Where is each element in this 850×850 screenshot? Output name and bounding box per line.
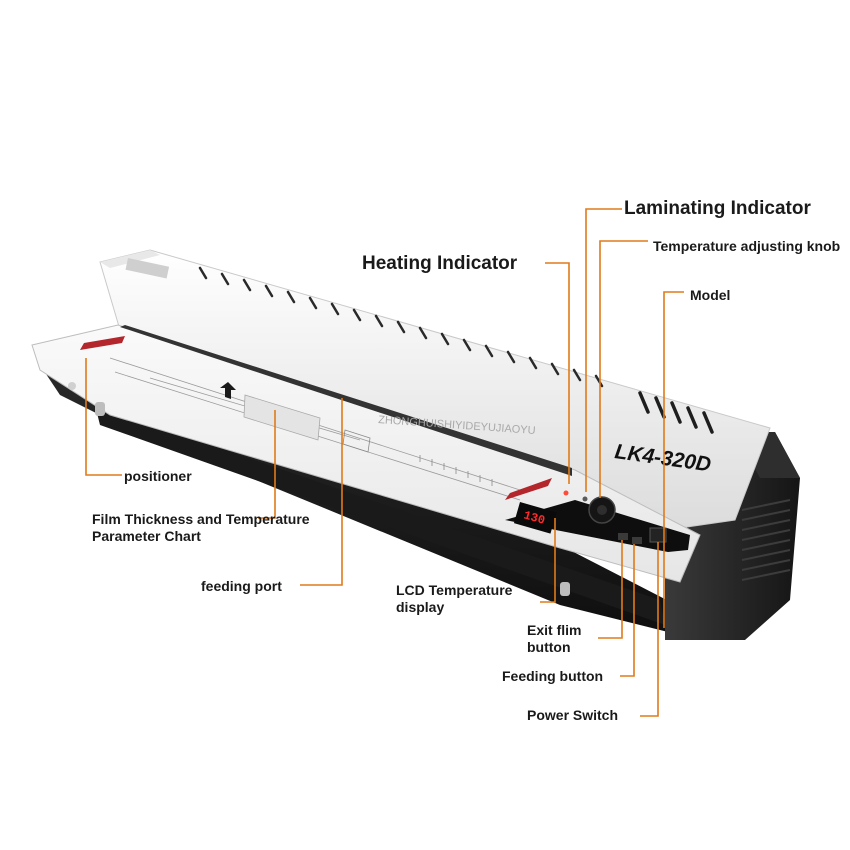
- leader-lcd-display: [540, 518, 556, 603]
- label-feeding-port: feeding port: [201, 578, 282, 594]
- heating-indicator-led: [563, 490, 569, 496]
- lcd-temperature-display: [513, 502, 557, 534]
- label-exit-film-button: Exit flim button: [527, 622, 582, 655]
- leader-parameter-chart: [258, 410, 276, 519]
- leader-lines: [85, 208, 684, 717]
- base-black: [40, 365, 700, 640]
- foot-left: [95, 402, 105, 416]
- leader-laminating-indicator: [585, 208, 622, 492]
- label-parameter-chart: Film Thickness and Temperature Parameter…: [92, 511, 310, 544]
- positioner-right: [505, 478, 552, 500]
- feeding-button[interactable]: [632, 537, 642, 544]
- lcd-readout: 130: [522, 508, 547, 527]
- top-housing: [99, 249, 771, 529]
- leader-feeding-button: [620, 544, 635, 677]
- label-positioner: positioner: [124, 468, 192, 484]
- label-model: Model: [690, 287, 731, 303]
- label-heating-indicator: Heating Indicator: [362, 253, 518, 274]
- laminating-indicator-led: [582, 496, 588, 502]
- leader-temperature-knob: [599, 240, 648, 498]
- label-feeding-button: Feeding button: [502, 668, 604, 684]
- label-laminating-indicator: Laminating Indicator: [624, 198, 811, 219]
- leader-positioner: [85, 358, 122, 476]
- leader-exit-film-button: [598, 540, 623, 639]
- control-panel: 130: [505, 490, 690, 552]
- exit-film-button[interactable]: [618, 533, 628, 540]
- leader-model: [663, 291, 684, 628]
- positioner-left: [80, 336, 125, 350]
- leader-power-switch: [640, 542, 659, 717]
- leader-heating-indicator: [545, 262, 570, 484]
- foot-right: [560, 582, 570, 596]
- label-temperature-knob: Temperature adjusting knob: [653, 238, 841, 254]
- label-lcd-display: LCD Temperature display: [396, 582, 513, 615]
- label-power-switch: Power Switch: [527, 707, 619, 723]
- leader-feeding-port: [300, 398, 343, 586]
